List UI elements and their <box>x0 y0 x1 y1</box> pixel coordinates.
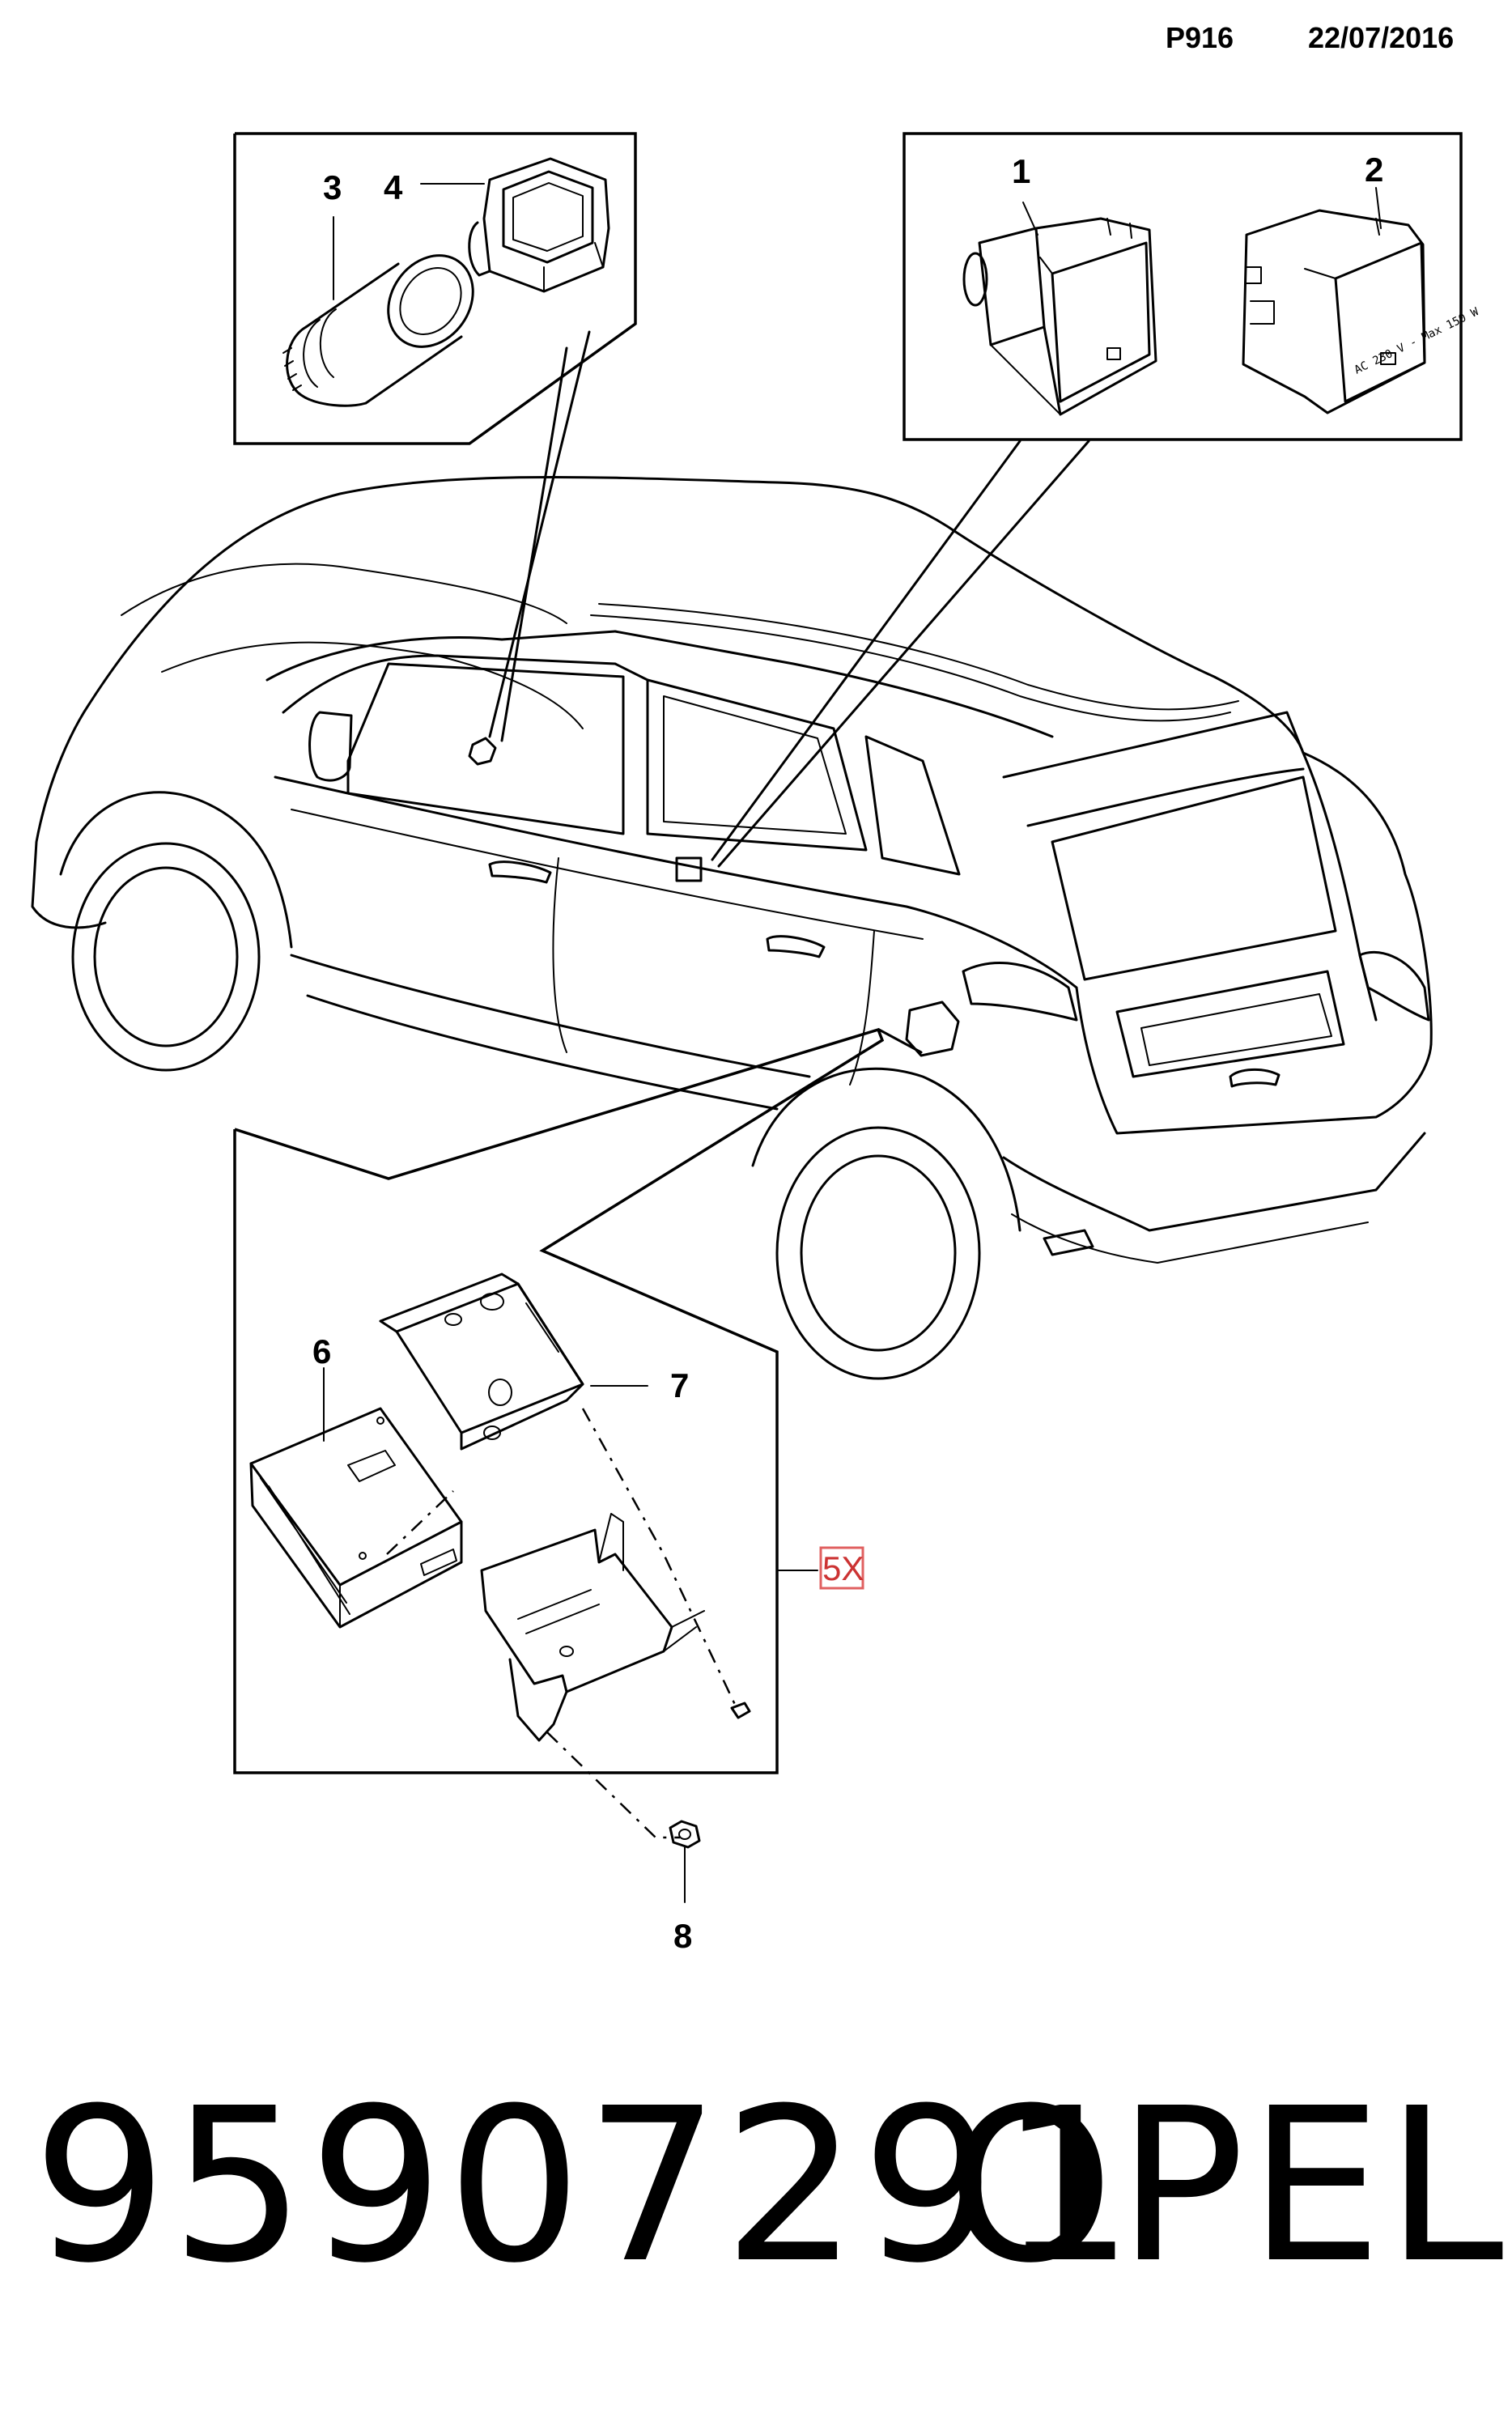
lighter-socket-icon <box>468 157 610 293</box>
screw-icon <box>730 1702 751 1719</box>
callout-1-leader <box>1022 202 1038 236</box>
callout-1: 1 <box>1012 152 1030 190</box>
callout-6: 6 <box>312 1332 331 1370</box>
cigarette-lighter-element-icon <box>282 254 474 407</box>
power-outlet-230v-icon: AC 230 V - Max 150 W <box>1242 209 1481 414</box>
lower-bracket-icon <box>480 1513 705 1742</box>
detail-frame-cigarette-lighter <box>233 132 637 742</box>
part-number: 95907291 <box>32 2063 1138 2309</box>
callout-4: 4 <box>384 168 403 206</box>
installed-outlet-location <box>675 856 703 882</box>
callout-8: 8 <box>673 1917 692 1955</box>
brand-name: OPEL <box>947 2063 1507 2309</box>
detail-frame-inverter <box>233 1027 923 1774</box>
inverter-module-icon <box>249 1407 463 1629</box>
detail-frame-power-outlet <box>711 132 1463 868</box>
diagram-date: 22/07/2016 <box>1308 21 1455 54</box>
callout-5x: 5X <box>822 1549 864 1587</box>
callout-3: 3 <box>323 168 342 206</box>
installed-lighter-location <box>468 737 497 766</box>
upper-bracket-icon <box>379 1272 584 1451</box>
installed-inverter-location <box>905 1001 960 1057</box>
callout-2-leader <box>1375 187 1382 229</box>
nut-icon <box>669 1820 701 1849</box>
callout-2: 2 <box>1365 151 1383 189</box>
callout-7: 7 <box>670 1366 689 1404</box>
callout-5-highlight-box <box>819 1546 864 1590</box>
diagram-code: P916 <box>1166 21 1234 54</box>
vehicle-illustration-icon <box>31 475 1433 1380</box>
power-outlet-120v-icon <box>962 217 1157 416</box>
